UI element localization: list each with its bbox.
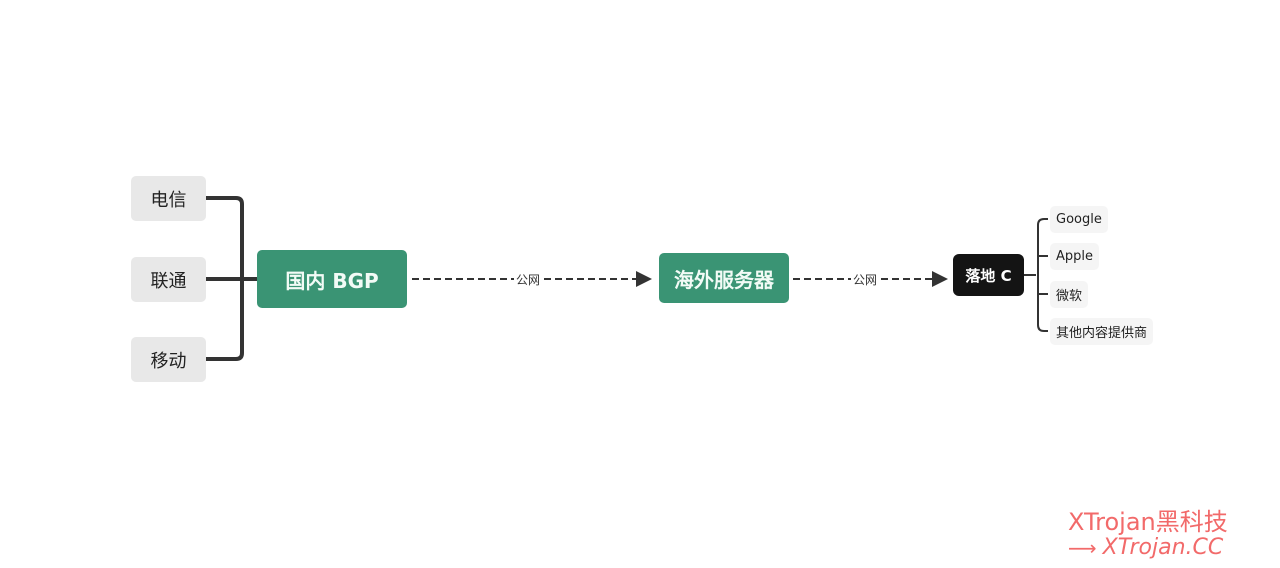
node-overseas-server: 海外服务器 xyxy=(659,253,789,303)
watermark-url: XTrojan.CC xyxy=(1102,535,1224,560)
arrow-right-icon: ⟶ xyxy=(1068,535,1097,560)
source-yidong: 移动 xyxy=(131,337,206,382)
provider-google: Google xyxy=(1050,206,1108,233)
provider-others: 其他内容提供商 xyxy=(1050,318,1154,345)
edge-label-public-1: 公网 xyxy=(514,271,543,287)
bracket-providers xyxy=(1024,218,1048,332)
edge-label-public-2: 公网 xyxy=(851,271,880,287)
node-landing-c: 落地 C xyxy=(953,254,1024,296)
provider-apple: Apple xyxy=(1050,243,1100,270)
source-dianxin: 电信 xyxy=(131,176,206,221)
node-domestic-bgp: 国内 BGP xyxy=(257,250,407,308)
watermark-title: XTrojan黑科技 xyxy=(1068,508,1228,536)
provider-microsoft: 微软 xyxy=(1050,281,1089,308)
source-liantong: 联通 xyxy=(131,257,206,302)
